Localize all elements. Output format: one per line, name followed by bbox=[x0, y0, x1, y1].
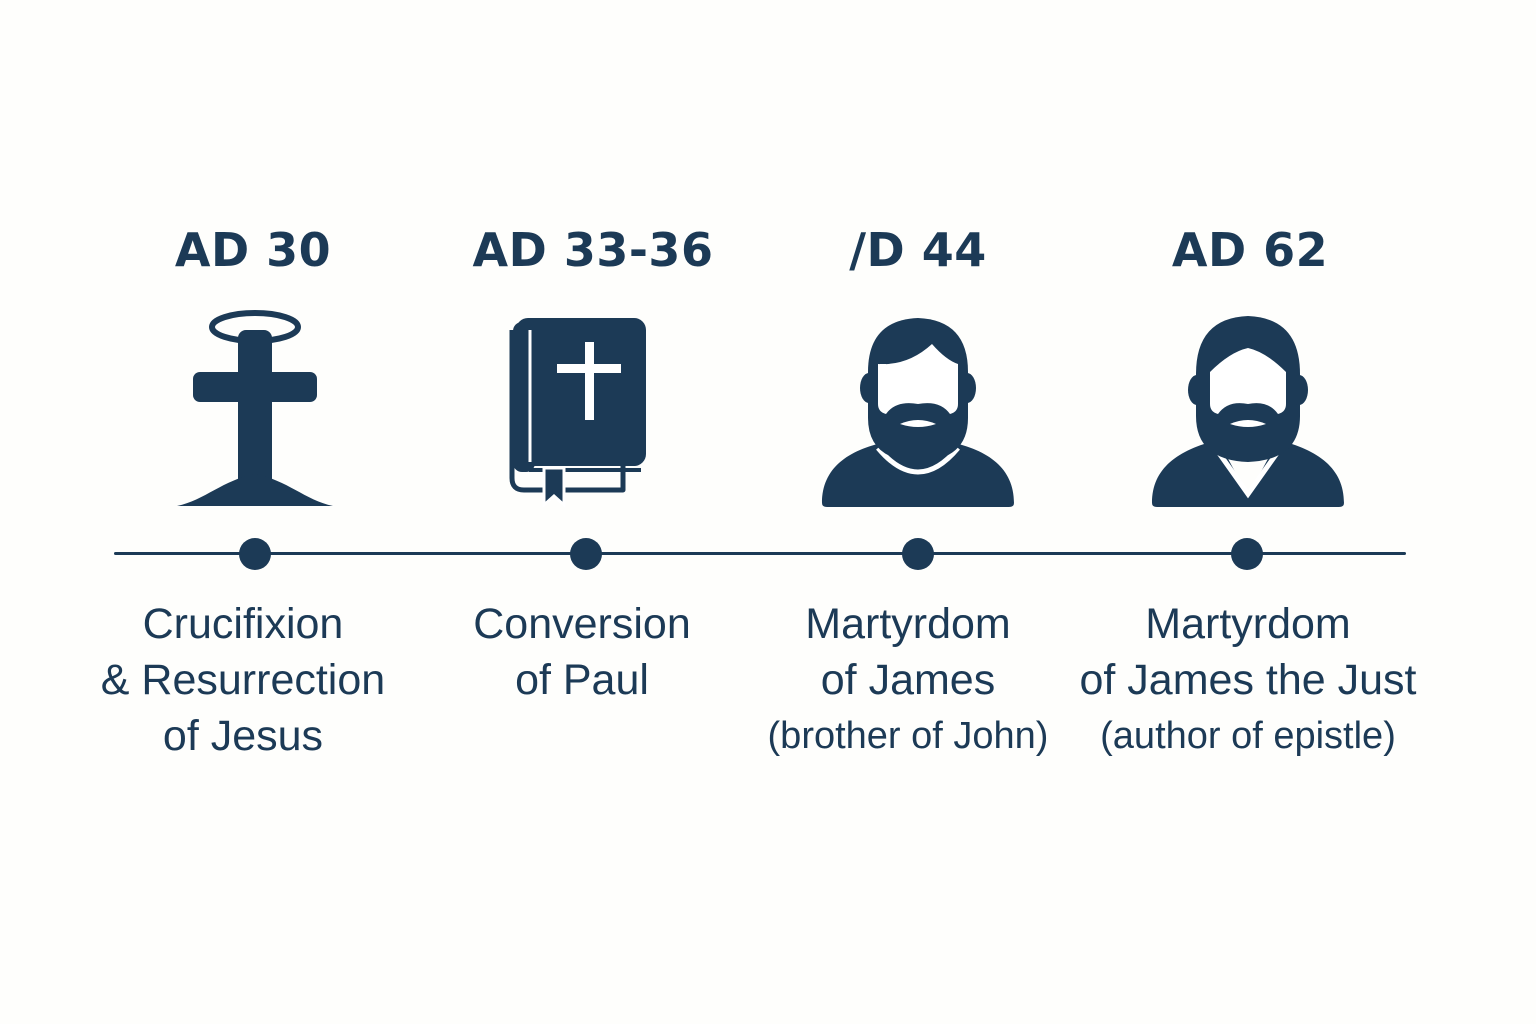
event-year-3: /D 44 bbox=[849, 223, 987, 277]
event-label-1-line-1: Crucifixion bbox=[142, 600, 344, 648]
timeline-marker-2 bbox=[570, 538, 602, 570]
event-label-3: Martyrdom of James (brother of John) bbox=[718, 596, 1098, 764]
event-label-4-line-3: (author of epistle) bbox=[1100, 715, 1396, 757]
bearded-man-icon bbox=[808, 300, 1028, 515]
bearded-man-vneck-icon bbox=[1138, 300, 1358, 515]
bible-icon bbox=[471, 300, 691, 515]
timeline-axis bbox=[114, 552, 1406, 555]
timeline-marker-1 bbox=[239, 538, 271, 570]
event-label-3-line-3: (brother of John) bbox=[767, 715, 1049, 757]
event-label-4: Martyrdom of James the Just (author of e… bbox=[1058, 596, 1438, 764]
event-label-4-line-1: Martyrdom bbox=[1145, 600, 1351, 648]
event-year-2: AD 33-36 bbox=[472, 223, 714, 277]
event-label-3-line-2: of James bbox=[820, 656, 996, 704]
event-label-1-line-3: of Jesus bbox=[162, 712, 324, 760]
cross-icon bbox=[145, 300, 365, 515]
event-label-3-line-1: Martyrdom bbox=[805, 600, 1011, 648]
timeline-marker-3 bbox=[902, 538, 934, 570]
event-label-2: Conversion of Paul bbox=[392, 596, 772, 708]
event-label-2-line-2: of Paul bbox=[515, 656, 649, 704]
event-year-1: AD 30 bbox=[174, 223, 332, 277]
event-label-1-line-2: & Resurrection bbox=[100, 656, 386, 704]
event-label-2-line-1: Conversion bbox=[473, 600, 691, 648]
event-year-4: AD 62 bbox=[1171, 223, 1329, 277]
event-label-1: Crucifixion & Resurrection of Jesus bbox=[53, 596, 433, 764]
timeline-marker-4 bbox=[1231, 538, 1263, 570]
event-label-4-line-2: of James the Just bbox=[1079, 656, 1417, 704]
